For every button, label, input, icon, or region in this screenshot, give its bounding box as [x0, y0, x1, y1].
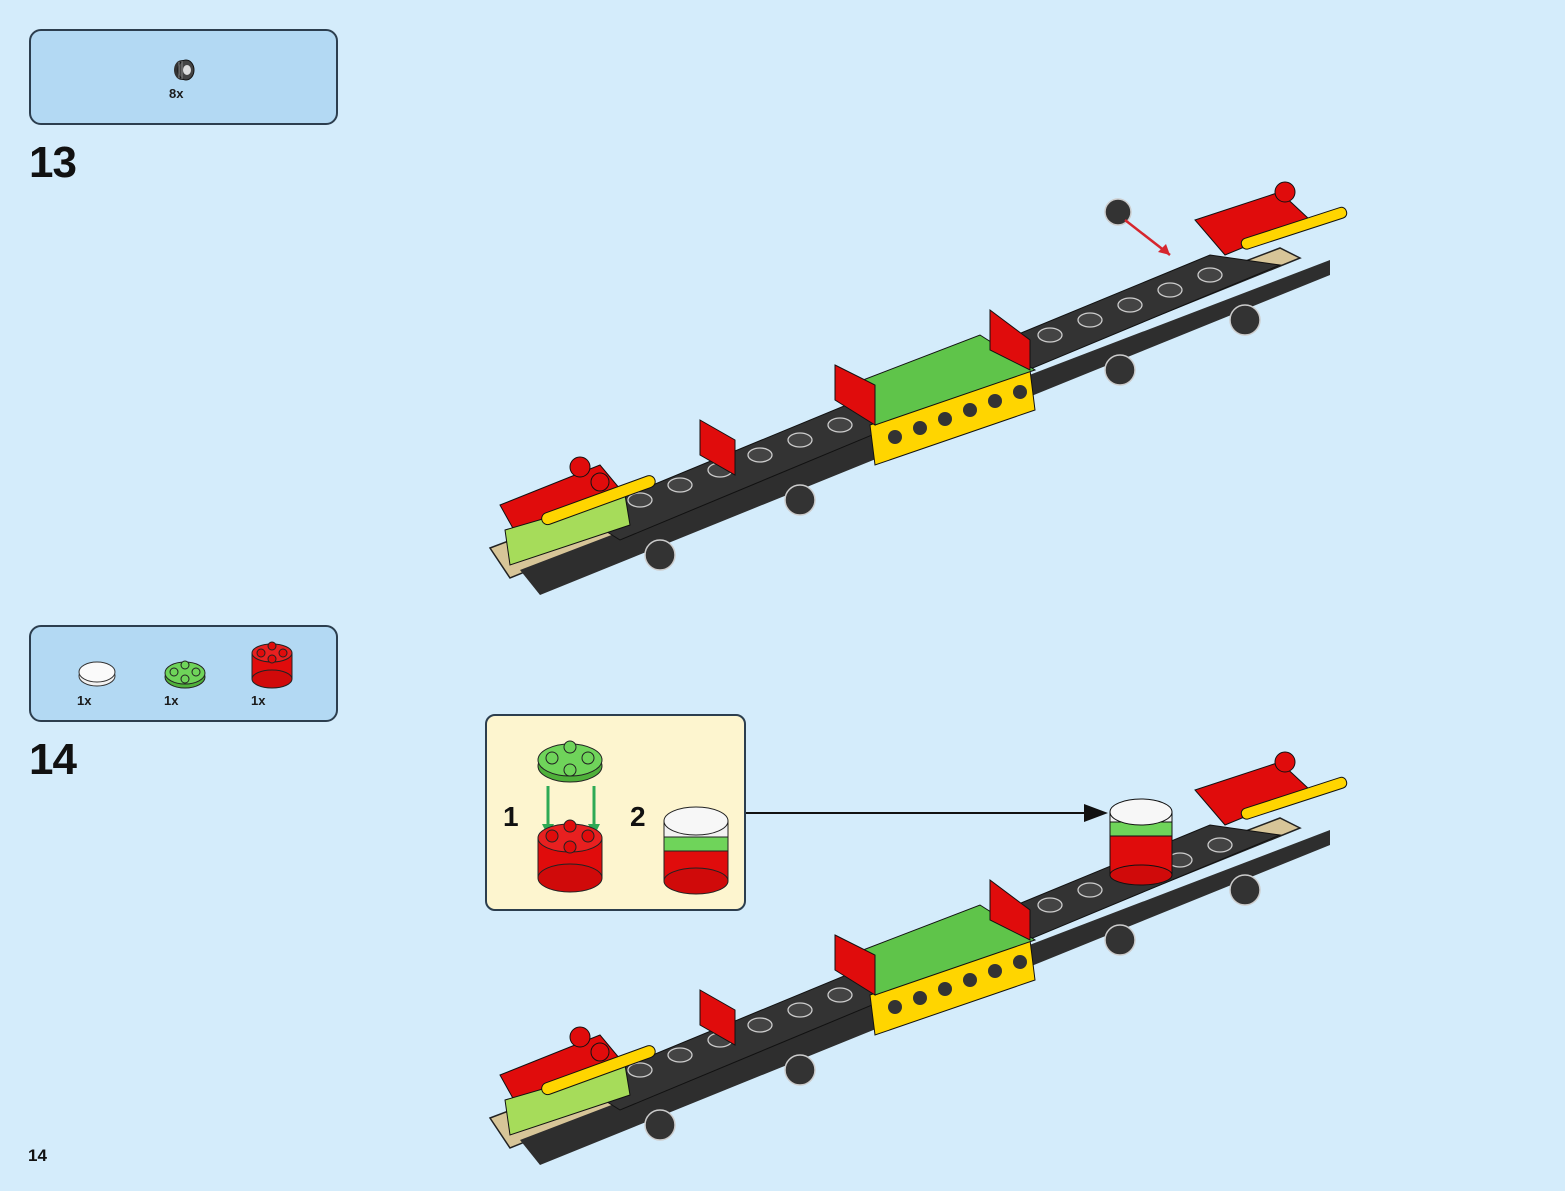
page-number: 14: [28, 1146, 47, 1165]
red-panel: [989, 309, 1031, 371]
white-round-tile-icon: [78, 661, 116, 687]
wheel: [644, 198, 1261, 571]
sub-step-number: 1: [503, 801, 519, 832]
round-brick-stack: [1109, 798, 1173, 886]
part-quantity: 8x: [169, 86, 184, 101]
red-panel: [989, 879, 1031, 941]
studs: [627, 837, 1233, 1078]
red-panel: [834, 934, 876, 996]
step-number: 13: [29, 138, 77, 187]
studs: [627, 267, 1223, 508]
part-quantity: 1x: [77, 693, 92, 708]
step-13-model: [488, 181, 1348, 595]
wheel-icon: [174, 59, 195, 81]
sub-step-number: 2: [630, 801, 646, 832]
green-plate-sub-step: [537, 740, 603, 783]
step-14-model: [488, 751, 1348, 1165]
red-panel: [699, 419, 736, 476]
parts-list-step-14: 1x 1x 1x: [29, 625, 338, 722]
combined-stack-sub-step: [663, 806, 729, 895]
wheel: [644, 874, 1261, 1141]
part-quantity: 1x: [164, 693, 179, 708]
red-round-brick-icon: [251, 641, 293, 689]
sub-assembly-callout: 1 2: [485, 714, 746, 911]
red-panel: [834, 364, 876, 426]
red-brick-sub-step: [537, 819, 603, 893]
callout-pointer-arrow: [746, 804, 1108, 822]
green-round-plate-icon: [164, 660, 206, 689]
part-quantity: 1x: [251, 693, 266, 708]
red-panel: [699, 989, 736, 1046]
step-number: 14: [29, 735, 77, 784]
parts-list-step-13: 8x: [29, 29, 338, 125]
